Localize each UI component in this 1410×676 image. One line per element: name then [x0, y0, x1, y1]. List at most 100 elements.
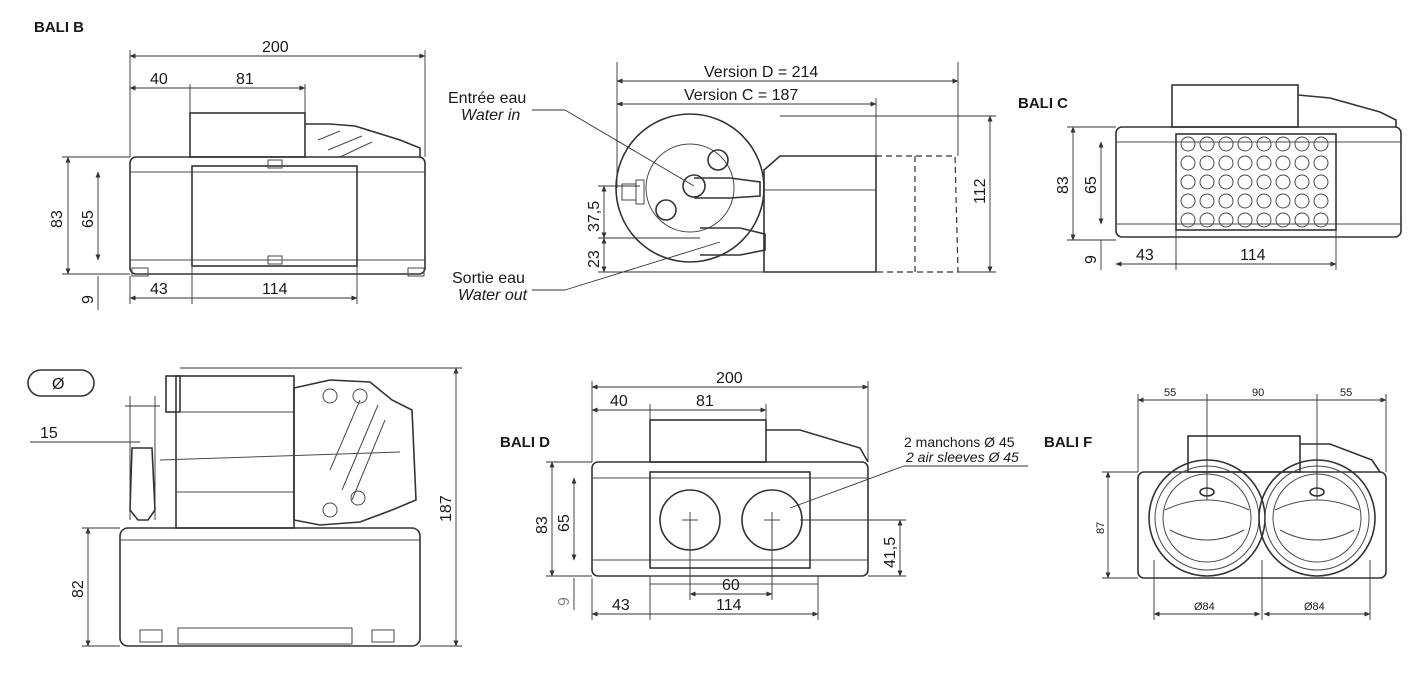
bali-d-dim-40: 40 [610, 393, 628, 410]
front-dim-37-5: 37,5 [586, 201, 603, 232]
side-motor-block [175, 375, 295, 529]
bali-d-dim-81: 81 [696, 393, 714, 410]
bali-d-note-en: 2 air sleeves Ø 45 [905, 449, 1019, 465]
side-dim-187: 187 [438, 495, 455, 522]
grille-hole [1275, 136, 1291, 152]
grille-hole [1256, 155, 1272, 171]
side-view: Ø 15 82 187 [27, 367, 462, 647]
front-water-in-fitting [694, 177, 761, 199]
grille-hole [1218, 155, 1234, 171]
bali-b-dim-65: 65 [80, 210, 97, 228]
bali-d-dim-83: 83 [534, 516, 551, 534]
bali-b-view: 200 40 81 83 65 9 43 114 [49, 39, 426, 310]
side-dim-82: 82 [70, 580, 87, 598]
bali-f-view: 55 90 55 87 Ø84 Ø84 [1095, 387, 1387, 620]
grille-hole [1180, 155, 1196, 171]
front-pump-housing [615, 113, 765, 263]
bali-b-dim-43: 43 [150, 281, 168, 298]
bali-c-grille-holes [1180, 136, 1329, 228]
bali-b-dim-9: 9 [80, 295, 97, 304]
bali-d-dim-60: 60 [722, 577, 740, 594]
grille-hole [1294, 212, 1310, 228]
grille-hole [1275, 212, 1291, 228]
grille-hole [1294, 136, 1310, 152]
front-motor-body [763, 155, 877, 273]
bali-d-motor [649, 419, 767, 463]
front-version-d-outline [876, 155, 959, 273]
grille-hole [1256, 174, 1272, 190]
bali-c-grille [1175, 133, 1337, 231]
bali-c-dim-9: 9 [1083, 255, 1100, 264]
grille-hole [1275, 155, 1291, 171]
bali-c-dim-43: 43 [1136, 247, 1154, 264]
bali-d-dim-200: 200 [716, 370, 743, 387]
grille-hole [1237, 155, 1253, 171]
bali-b-dim-83: 83 [49, 210, 66, 228]
bali-b-dim-114: 114 [262, 281, 288, 298]
front-version-c: Version C = 187 [684, 87, 798, 104]
grille-hole [1237, 193, 1253, 209]
title-bali-b: BALI B [34, 19, 84, 36]
side-phi-symbol: Ø [52, 376, 64, 393]
grille-hole [1180, 193, 1196, 209]
front-dim-23: 23 [586, 250, 603, 268]
bali-b-dim-81: 81 [236, 71, 254, 88]
bali-c-dim-83: 83 [1055, 176, 1072, 194]
bali-c-view: 83 65 9 43 114 [1055, 84, 1402, 270]
bali-d-pump-head [766, 429, 869, 463]
grille-hole [1313, 212, 1329, 228]
grille-hole [1237, 136, 1253, 152]
bali-c-pump-head [1297, 94, 1397, 127]
bali-d-dim-114: 114 [716, 597, 742, 614]
grille-hole [1256, 193, 1272, 209]
grille-hole [1237, 174, 1253, 190]
bali-d-note-fr: 2 manchons Ø 45 [904, 434, 1015, 450]
grille-hole [1180, 174, 1196, 190]
bali-b-panel [191, 165, 358, 267]
bali-f-dim-87: 87 [1095, 522, 1107, 534]
bali-f-dim-55-right: 55 [1340, 387, 1352, 399]
bali-b-motor [189, 112, 306, 158]
bali-b-dim-200: 200 [262, 39, 289, 56]
grille-hole [1199, 136, 1215, 152]
grille-hole [1218, 193, 1234, 209]
side-dim-15: 15 [40, 425, 58, 442]
title-bali-d: BALI D [500, 434, 550, 451]
front-water-out-fitting [700, 227, 766, 256]
bali-b-body [129, 156, 426, 275]
bali-d-dim-65: 65 [556, 514, 573, 532]
grille-hole [1218, 212, 1234, 228]
bali-c-motor [1171, 84, 1299, 128]
grille-hole [1256, 212, 1272, 228]
bali-c-body [1115, 126, 1402, 238]
bali-f-dim-90: 90 [1252, 387, 1264, 399]
bali-d-dim-43: 43 [612, 597, 630, 614]
bali-b-pump-head [305, 123, 421, 157]
bali-f-dim-84-left: Ø84 [1194, 601, 1215, 613]
bali-f-dim-84-right: Ø84 [1304, 601, 1325, 613]
side-base-tray [119, 527, 421, 647]
grille-hole [1275, 193, 1291, 209]
bali-c-dim-114: 114 [1240, 247, 1266, 264]
title-bali-f: BALI F [1044, 434, 1092, 451]
grille-hole [1294, 193, 1310, 209]
front-view: Version D = 214 Version C = 187 Entrée e… [448, 62, 996, 304]
bali-b-dim-40: 40 [150, 71, 168, 88]
front-water-out-en: Water out [458, 287, 528, 304]
front-water-in-en: Water in [461, 107, 520, 124]
side-phi-callout [27, 369, 95, 397]
grille-hole [1199, 155, 1215, 171]
grille-hole [1237, 212, 1253, 228]
grille-hole [1180, 136, 1196, 152]
bali-c-dim-65: 65 [1083, 176, 1100, 194]
front-version-d: Version D = 214 [704, 64, 818, 81]
bali-f-pump-head [1300, 443, 1381, 473]
bali-d-panel [649, 471, 811, 569]
grille-hole [1313, 174, 1329, 190]
grille-hole [1313, 136, 1329, 152]
bali-f-motor [1187, 435, 1301, 473]
grille-hole [1256, 136, 1272, 152]
bali-d-dim-9: 9 [556, 597, 573, 606]
title-bali-c: BALI C [1018, 95, 1068, 112]
